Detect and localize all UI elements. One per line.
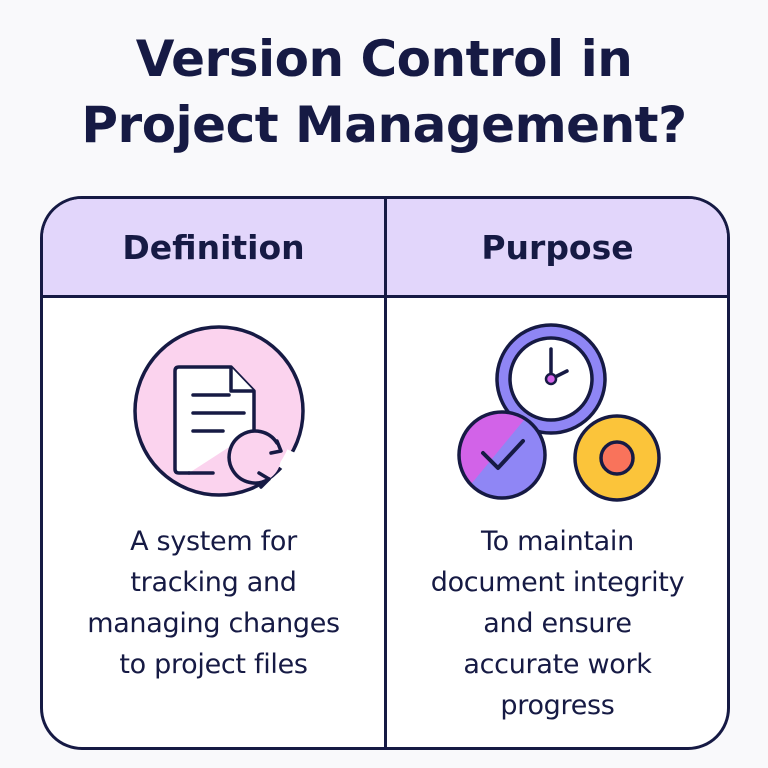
purpose-text: To maintain document integrity and ensur… bbox=[430, 526, 685, 721]
definition-text: A system for tracking and managing chang… bbox=[87, 526, 340, 680]
header-definition: Definition bbox=[122, 227, 305, 267]
document-refresh-icon bbox=[131, 323, 311, 507]
title-line-2: Project Management? bbox=[81, 96, 687, 154]
comparison-table: Definition Purpose bbox=[40, 196, 730, 750]
page-title: Version Control in Project Management? bbox=[0, 26, 768, 158]
header-purpose: Purpose bbox=[481, 227, 634, 267]
clock-check-target-icon bbox=[443, 319, 663, 513]
column-divider bbox=[384, 199, 387, 747]
title-line-1: Version Control in bbox=[135, 30, 633, 88]
